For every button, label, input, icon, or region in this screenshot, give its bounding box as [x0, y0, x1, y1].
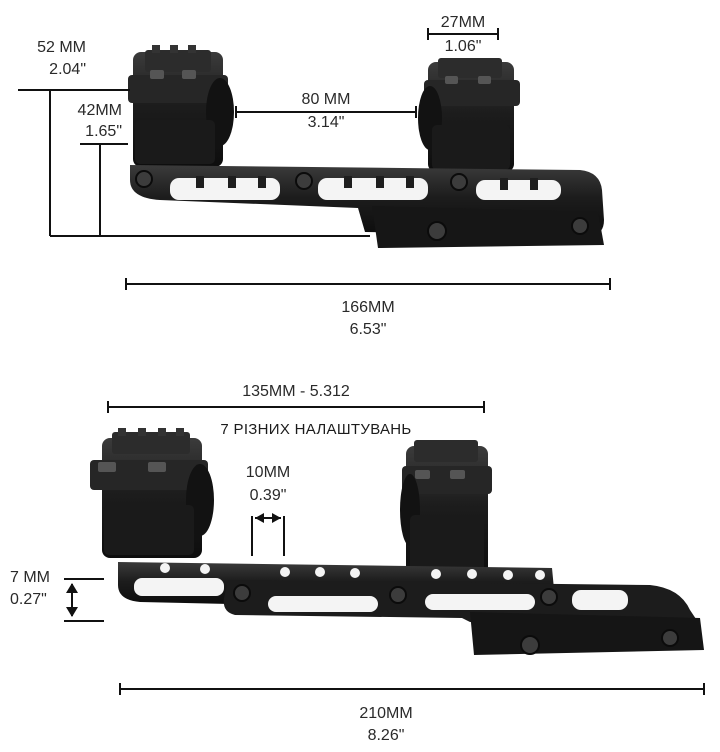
bottom-rear-ring: [400, 440, 492, 576]
height-52-mm-label: 52 MM: [37, 39, 86, 56]
step-mm-label: 10MM: [245, 464, 291, 481]
step-in-label: 0.39": [249, 487, 287, 504]
bottom-front-ring: [90, 428, 214, 558]
offset-mm-label: 7 MM: [10, 569, 50, 586]
top-total-mm-label: 166MM: [341, 299, 395, 316]
bottom-total-in-label: 8.26": [367, 727, 405, 744]
ring-spacing-mm-label: 80 MM: [301, 91, 351, 108]
height-42-mm-label: 42MM: [77, 102, 122, 119]
top-mount-image: [128, 45, 604, 248]
top-dimension-lines: [18, 28, 611, 290]
height-52-in-label: 2.04": [49, 61, 86, 78]
top-rear-ring: [418, 58, 520, 172]
top-front-ring: [128, 45, 234, 167]
bottom-total-mm-label: 210MM: [359, 705, 413, 722]
ring-width-in-label: 1.06": [444, 38, 482, 55]
ring-width-mm-label: 27MM: [440, 14, 486, 31]
top-base-rail: [130, 165, 604, 248]
offset-in-label: 0.27": [10, 591, 47, 608]
height-42-in-label: 1.65": [85, 123, 122, 140]
settings-caption: 7 РІЗНИХ НАЛАШТУВАНЬ: [220, 421, 412, 438]
arrowheads: [66, 513, 281, 617]
bottom-base-rail: [118, 562, 704, 655]
adjust-length-label: 135MM - 5.312: [242, 383, 350, 400]
ring-spacing-in-label: 3.14": [307, 114, 345, 131]
top-total-in-label: 6.53": [349, 321, 387, 338]
bottom-mount-image: [90, 428, 704, 655]
